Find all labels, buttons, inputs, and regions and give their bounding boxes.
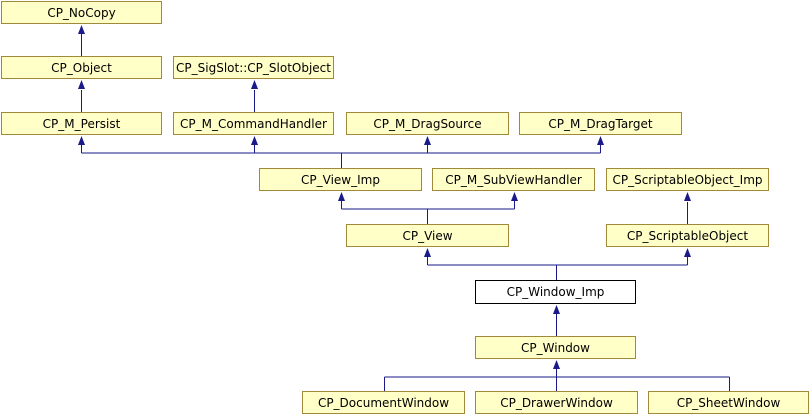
edge-arrowhead-27 — [424, 248, 431, 257]
edge-arrowhead-19 — [338, 192, 345, 201]
node-cp-scriptableobject-imp[interactable]: CP_ScriptableObject_Imp — [606, 168, 769, 191]
edge-arrowhead-15 — [597, 136, 604, 145]
node-cp-nocopy[interactable]: CP_NoCopy — [1, 1, 162, 24]
edge-arrowhead-31 — [553, 305, 560, 314]
node-cp-sigslot-slotobject[interactable]: CP_SigSlot::CP_SlotObject — [173, 56, 334, 79]
edge-arrowhead-9 — [78, 136, 85, 145]
node-cp-m-dragsource[interactable]: CP_M_DragSource — [346, 112, 509, 135]
node-cp-object[interactable]: CP_Object — [1, 56, 162, 79]
edge-arrowhead-29 — [684, 248, 691, 257]
node-cp-drawerwindow[interactable]: CP_DrawerWindow — [475, 391, 638, 414]
node-cp-m-commandhandler[interactable]: CP_M_CommandHandler — [173, 112, 334, 135]
edge-arrowhead-33 — [553, 360, 560, 369]
node-cp-documentwindow[interactable]: CP_DocumentWindow — [302, 391, 465, 414]
edge-arrowhead-23 — [684, 192, 691, 201]
node-cp-m-subviewhandler[interactable]: CP_M_SubViewHandler — [432, 168, 595, 191]
edge-arrowhead-1 — [78, 25, 85, 34]
node-cp-sheetwindow[interactable]: CP_SheetWindow — [648, 391, 809, 414]
node-cp-window[interactable]: CP_Window — [475, 336, 636, 359]
node-cp-m-persist[interactable]: CP_M_Persist — [1, 112, 162, 135]
node-cp-view-imp[interactable]: CP_View_Imp — [259, 168, 422, 191]
edge-arrowhead-3 — [78, 80, 85, 89]
node-cp-window-imp[interactable]: CP_Window_Imp — [475, 280, 636, 304]
node-cp-view[interactable]: CP_View — [346, 224, 509, 247]
edge-arrowhead-13 — [424, 136, 431, 145]
edge-arrowhead-5 — [251, 80, 258, 89]
node-cp-m-dragtarget[interactable]: CP_M_DragTarget — [519, 112, 682, 135]
node-cp-scriptableobject[interactable]: CP_ScriptableObject — [606, 224, 769, 247]
edge-arrowhead-11 — [251, 136, 258, 145]
edge-arrowhead-21 — [511, 192, 518, 201]
